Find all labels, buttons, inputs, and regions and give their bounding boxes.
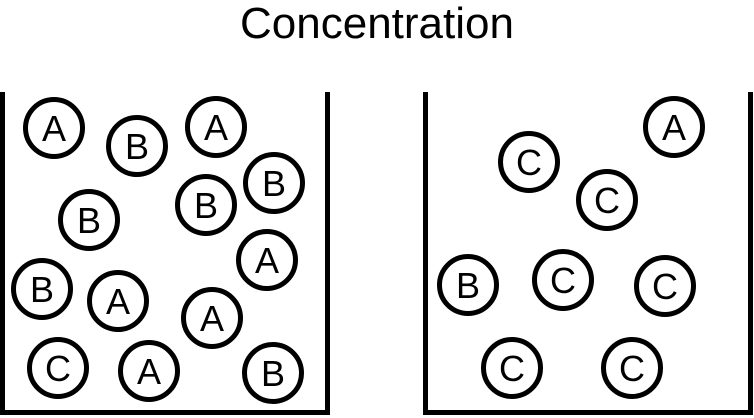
particle-B: B bbox=[58, 189, 120, 251]
particle-B: B bbox=[11, 258, 73, 320]
particle-B: B bbox=[243, 152, 305, 214]
particle-B: B bbox=[175, 174, 237, 236]
particle-A: A bbox=[185, 96, 247, 158]
particle-C: C bbox=[576, 169, 638, 231]
particle-C: C bbox=[601, 337, 663, 399]
particle-C: C bbox=[634, 255, 696, 317]
particle-B: B bbox=[437, 254, 499, 316]
particle-B: B bbox=[106, 115, 168, 177]
particle-A: A bbox=[643, 96, 705, 158]
left-beaker bbox=[0, 92, 330, 415]
particle-C: C bbox=[481, 337, 543, 399]
particle-A: A bbox=[23, 97, 85, 159]
particle-A: A bbox=[118, 340, 180, 402]
particle-C: C bbox=[27, 337, 89, 399]
particle-C: C bbox=[532, 249, 594, 311]
right-beaker bbox=[423, 92, 753, 415]
particle-C: C bbox=[498, 131, 560, 193]
particle-B: B bbox=[242, 342, 304, 404]
particle-A: A bbox=[236, 229, 298, 291]
diagram-title: Concentration bbox=[240, 0, 514, 48]
particle-A: A bbox=[87, 270, 149, 332]
particle-A: A bbox=[181, 287, 243, 349]
